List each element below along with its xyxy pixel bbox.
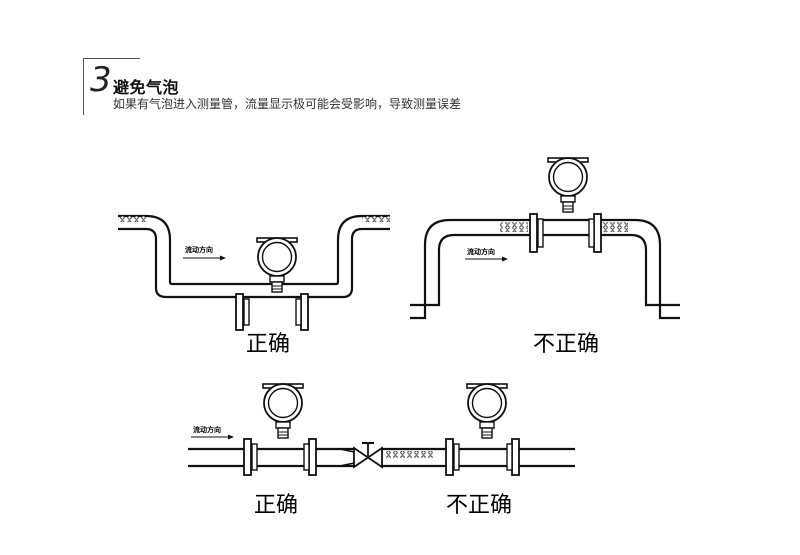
corner-bracket [83,58,140,115]
flange-right-a [445,438,454,476]
diagram-inverted-u: 流动方向 不正确 [410,157,680,357]
flowmeter-incorrect [466,383,508,439]
flowmeter [547,157,589,213]
flow-label: 流动方向 [185,245,213,254]
flow-arrowhead [220,255,226,261]
section-subtitle: 如果有气泡进入测量管，流量显示极可能会受影响，导致测量误差 [113,97,462,111]
verdict-label: 不正确 [533,332,599,357]
section-number: 3 [90,60,112,100]
flow-label: 流动方向 [467,247,495,256]
flange-right-b [511,438,520,476]
flow-arrowhead [228,434,234,440]
bubbles-right [362,216,390,222]
bubbles-top-left [500,222,528,232]
pipe-outer [118,227,390,299]
flange-right [300,293,309,331]
bubbles-after-valve [384,451,434,458]
section-header: 3 避免气泡 如果有气泡进入测量管，流量显示极可能会受影响，导致测量误差 [83,58,543,118]
flange-right [593,213,602,253]
flange-left [529,213,538,253]
flange-right-2 [588,218,595,248]
bubbles-left [120,216,146,222]
section-title: 避免气泡 [113,78,180,97]
verdict-label-incorrect: 不正确 [446,493,512,518]
bubbles-top-right [600,222,628,232]
flange-left [235,293,244,331]
pipe-inner [410,233,680,307]
diagram-u-trap: 流动方向 正确 [118,214,390,357]
verdict-label-correct: 正确 [254,493,298,518]
flowmeter-correct [262,383,304,439]
diagram-straight-with-valve: 流动方向 正确 不正确 [188,383,575,518]
verdict-label: 正确 [246,332,290,357]
flow-arrowhead [502,256,508,262]
pipe-inner [118,214,390,286]
flow-label: 流动方向 [193,425,221,434]
flange-left-b [308,438,317,476]
flange-right-2 [295,298,302,326]
flange-left-a [243,438,252,476]
flange-left-2 [537,218,544,248]
valve [353,446,370,469]
flange-left-2 [243,298,250,326]
